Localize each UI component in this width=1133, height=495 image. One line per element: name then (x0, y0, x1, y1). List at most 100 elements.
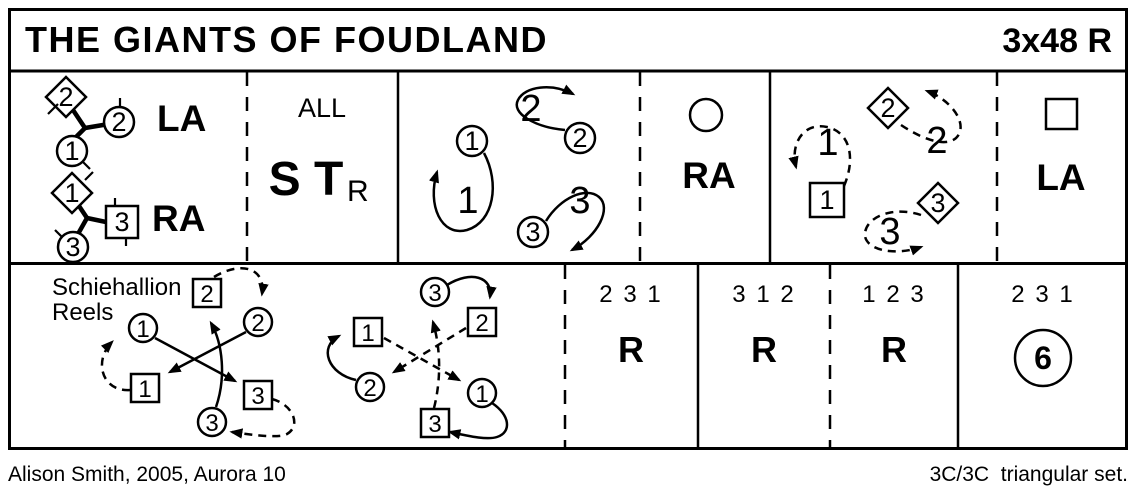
man-3-symbol (242, 379, 274, 411)
reel-label: R (618, 329, 644, 370)
wheel-spoke (84, 215, 109, 225)
dance-title: THE GIANTS OF FOUDLAND (25, 19, 548, 60)
lady-2-symbol (354, 371, 386, 403)
la-label: LA (1036, 157, 1085, 198)
lady-2-loop-arrow (515, 84, 576, 132)
lady-3-path-arrow (209, 320, 224, 408)
cell-circle-six: 2 3 1 6 (1011, 281, 1074, 388)
lady-3-number: 3 (428, 280, 441, 307)
lady-3-loop-arrow (544, 191, 606, 252)
title-bar: THE GIANTS OF FOUDLAND 3x48 R (25, 19, 1112, 60)
footer: Alison Smith, 2005, Aurora 10 3C/3C tria… (8, 463, 1128, 486)
turn-right-subscript: R (347, 175, 369, 208)
lady-2-symbol (102, 105, 136, 139)
cell-schiehallion: Schiehallion Reels 1 2 2 1 3 3 (52, 267, 509, 440)
lady-2-number: 2 (363, 375, 376, 402)
deviser-credit: Alison Smith, 2005, Aurora 10 (8, 463, 286, 486)
lady-1-loop-number: 1 (457, 180, 478, 222)
all-label: ALL (298, 93, 346, 123)
outer-border (8, 8, 1128, 450)
lady-1-symbol (455, 124, 489, 158)
facing-tick (47, 103, 59, 115)
man-1-number: 1 (138, 376, 151, 403)
la-label: LA (157, 98, 206, 139)
order-231: 2 3 1 (599, 281, 662, 308)
lady-3-path-arrow (446, 275, 497, 300)
lady-2-number: 2 (111, 107, 126, 137)
wheel-la: 2 2 1 LA (44, 75, 206, 170)
man-1-symbol (129, 372, 161, 404)
lady-1-path-arrow (447, 401, 509, 440)
man-1-loop-number: 1 (817, 122, 838, 164)
lady-3-symbol (196, 406, 228, 438)
all-men-symbol (1044, 97, 1079, 131)
cell-reel-312: 3 1 2 R (732, 281, 795, 370)
man-3-number: 3 (251, 383, 264, 410)
facing-tick (54, 229, 63, 238)
schiehallion-name-line2: Reels (52, 299, 113, 326)
man-3-symbol (419, 407, 451, 439)
man-3-symbol (916, 181, 960, 225)
cell-hands-across: 2 2 1 LA 1 3 3 RA (44, 75, 206, 264)
man-1-path-arrow (383, 336, 462, 382)
circle-six-number: 6 (1034, 340, 1052, 376)
lady-3-number: 3 (65, 232, 80, 262)
order-231: 2 3 1 (1011, 281, 1074, 308)
lady-3-symbol (419, 276, 451, 308)
lady-3-number: 3 (525, 217, 540, 247)
lady-1-number: 1 (136, 316, 149, 343)
set-type: 3C/3C triangular set. (930, 463, 1128, 486)
man-2-number: 2 (880, 93, 895, 123)
ra-label: RA (682, 155, 735, 196)
man-3-number: 3 (114, 207, 129, 237)
man-2-path-arrow (391, 326, 467, 374)
man-1-number: 1 (819, 185, 834, 215)
schiehallion-diagram-b: 3 2 1 2 3 1 (326, 275, 509, 440)
facing-tick (84, 171, 94, 181)
man-3-symbol (104, 204, 140, 240)
lady-2-symbol (563, 121, 597, 155)
order-312: 3 1 2 (732, 281, 795, 308)
man-3-loop-number: 3 (879, 211, 900, 253)
man-3-number: 3 (428, 411, 441, 438)
reel-label: R (751, 329, 777, 370)
lady-2-number: 2 (572, 123, 587, 153)
man-2-symbol (466, 306, 498, 338)
lady-3-symbol (56, 230, 90, 264)
man-1-symbol (50, 171, 94, 215)
wheel-ra: 1 3 3 RA (50, 171, 205, 264)
cell-ladies-ra: RA (682, 97, 736, 196)
lady-1-symbol (55, 134, 89, 168)
wheel-spoke (82, 122, 106, 131)
cell-set-turn: ALL S T R (269, 93, 369, 208)
lady-1-symbol (466, 377, 498, 409)
lady-1-number: 1 (475, 381, 488, 408)
wheel-spoke (70, 107, 88, 131)
wheel-spoke (74, 125, 88, 139)
man-2-symbol (866, 86, 910, 130)
man-2-symbol (191, 277, 223, 309)
man-1-path-arrow (100, 340, 131, 392)
lady-1-loop-arrow (429, 152, 495, 233)
ra-label: RA (152, 198, 205, 239)
lady-3-loop-number: 3 (569, 180, 590, 222)
lady-1-symbol (127, 312, 159, 344)
man-2-number: 2 (200, 281, 213, 308)
reel-label: R (881, 329, 907, 370)
facing-tick (82, 161, 91, 170)
schiehallion-diagram-a: 1 2 2 1 3 3 (100, 267, 296, 439)
cell-reel-231: 2 3 1 R (599, 281, 662, 370)
man-1-number: 1 (64, 178, 79, 208)
man-1-loop-arrow (788, 125, 852, 187)
lady-3-symbol (516, 215, 550, 249)
man-1-number: 1 (361, 320, 374, 347)
lady-2-loop-number: 2 (520, 88, 541, 130)
order-123: 1 2 3 (862, 281, 925, 308)
man-3-path-arrow (229, 397, 296, 439)
repeat-code: 3x48 R (1002, 22, 1112, 60)
lady-2-path-arrow (326, 334, 357, 382)
man-3-number: 3 (930, 188, 945, 218)
lady-3-number: 3 (205, 410, 218, 437)
wheel-spoke (76, 203, 90, 221)
